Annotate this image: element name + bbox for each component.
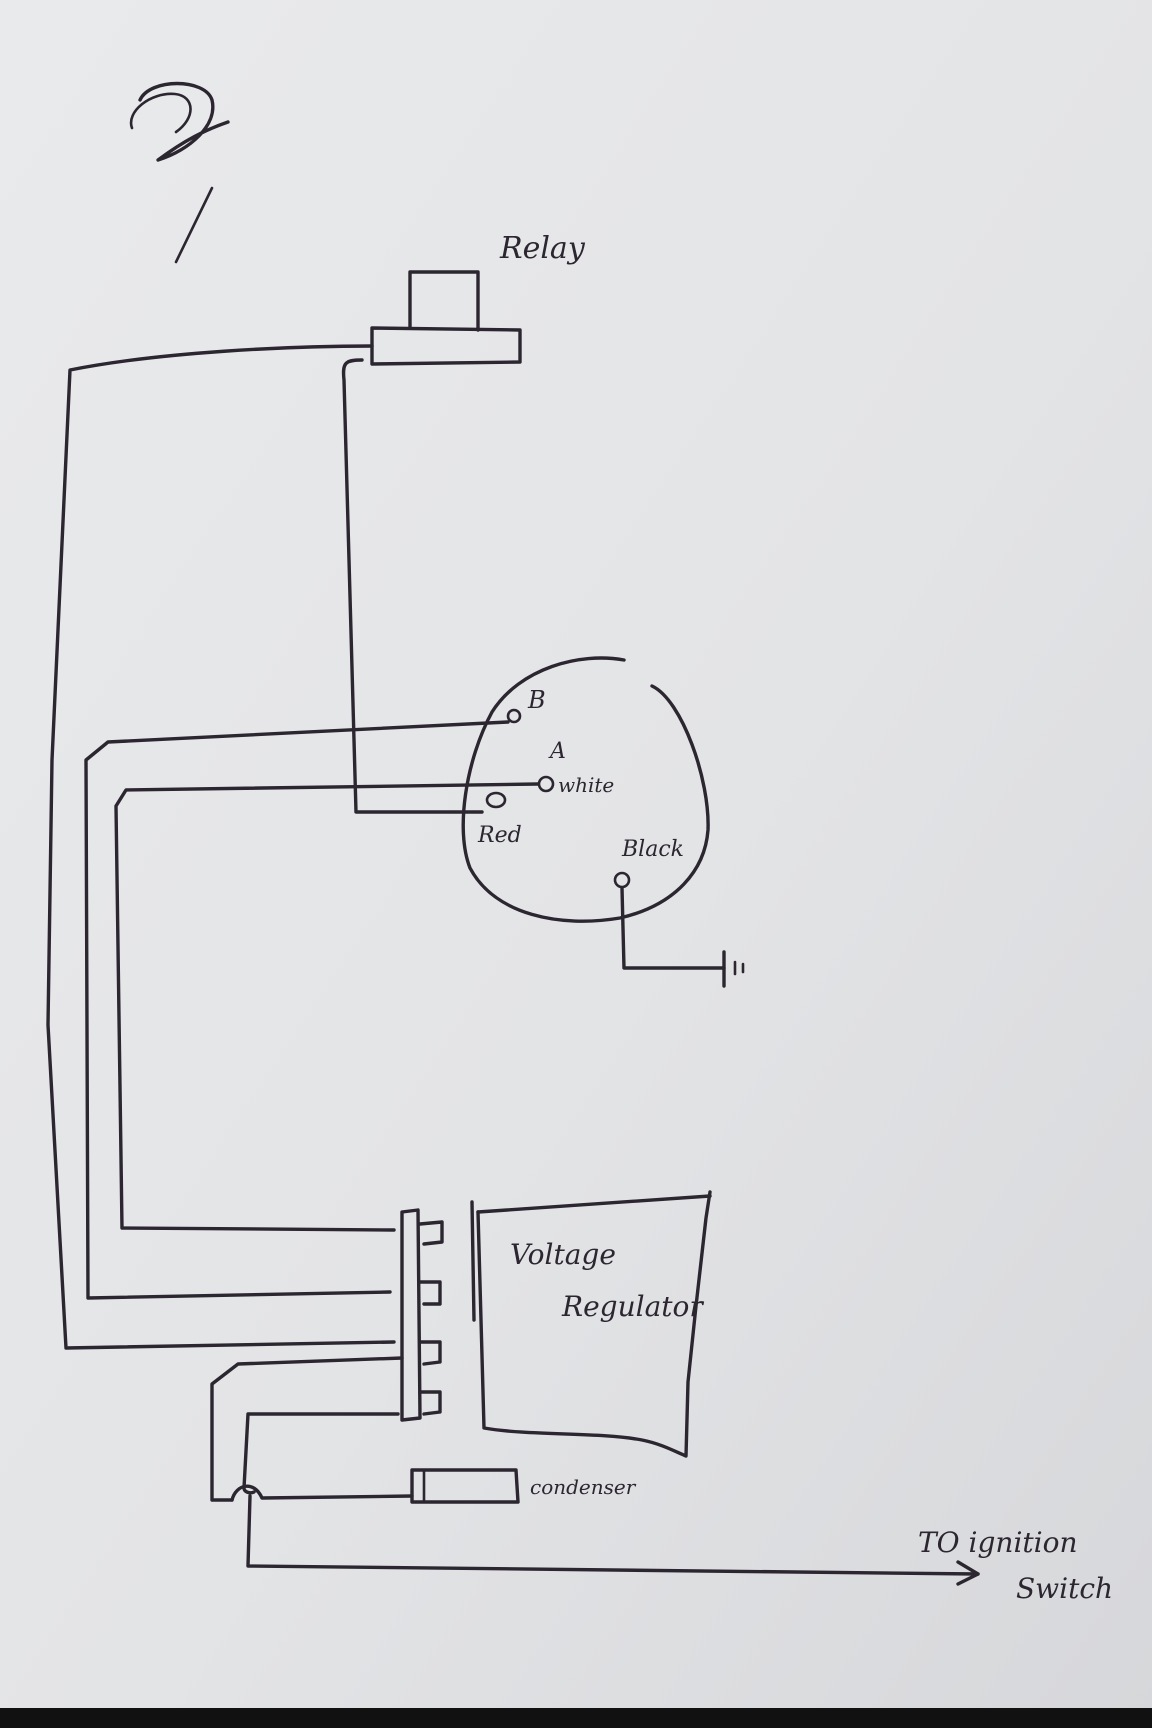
wire-to-ignition <box>246 1494 980 1576</box>
terminal-b-label: B <box>527 686 546 714</box>
wire-regulator-terminal-4-loop <box>210 1356 404 1502</box>
wire-relay-to-red-terminal <box>341 358 484 814</box>
wire-relay-to-regulator-terminal-3 <box>46 344 396 1350</box>
relay: Relay <box>370 231 586 366</box>
terminal-b <box>506 708 522 724</box>
white-label: white <box>558 773 614 797</box>
bottom-shadow-band <box>0 1708 1152 1728</box>
voltage-label: Voltage <box>510 1238 616 1271</box>
wire-jumper-hump <box>230 1484 414 1502</box>
condenser: condenser <box>410 1468 637 1504</box>
wire-white-to-regulator-terminal-1 <box>114 782 540 1232</box>
red-label: Red <box>477 823 522 848</box>
relay-label: Relay <box>499 231 586 266</box>
terminal-a-label: A <box>548 739 566 764</box>
ground-symbol <box>620 886 745 988</box>
page-mark: ② <box>0 0 230 264</box>
alternator: B A white Red Black <box>461 656 710 923</box>
to-ignition-label: TO ignition <box>918 1526 1078 1559</box>
terminal-red <box>485 791 507 809</box>
voltage-regulator: Voltage Regulator <box>400 1190 712 1458</box>
black-label: Black <box>621 837 684 862</box>
page-mark-text: ② <box>0 0 1 1</box>
regulator-label: Regulator <box>561 1290 704 1323</box>
wire-b-to-regulator-terminal-2 <box>84 720 510 1300</box>
condenser-label: condenser <box>530 1475 637 1499</box>
arrowhead-to-ignition <box>956 1560 980 1586</box>
switch-label: Switch <box>1016 1572 1113 1605</box>
